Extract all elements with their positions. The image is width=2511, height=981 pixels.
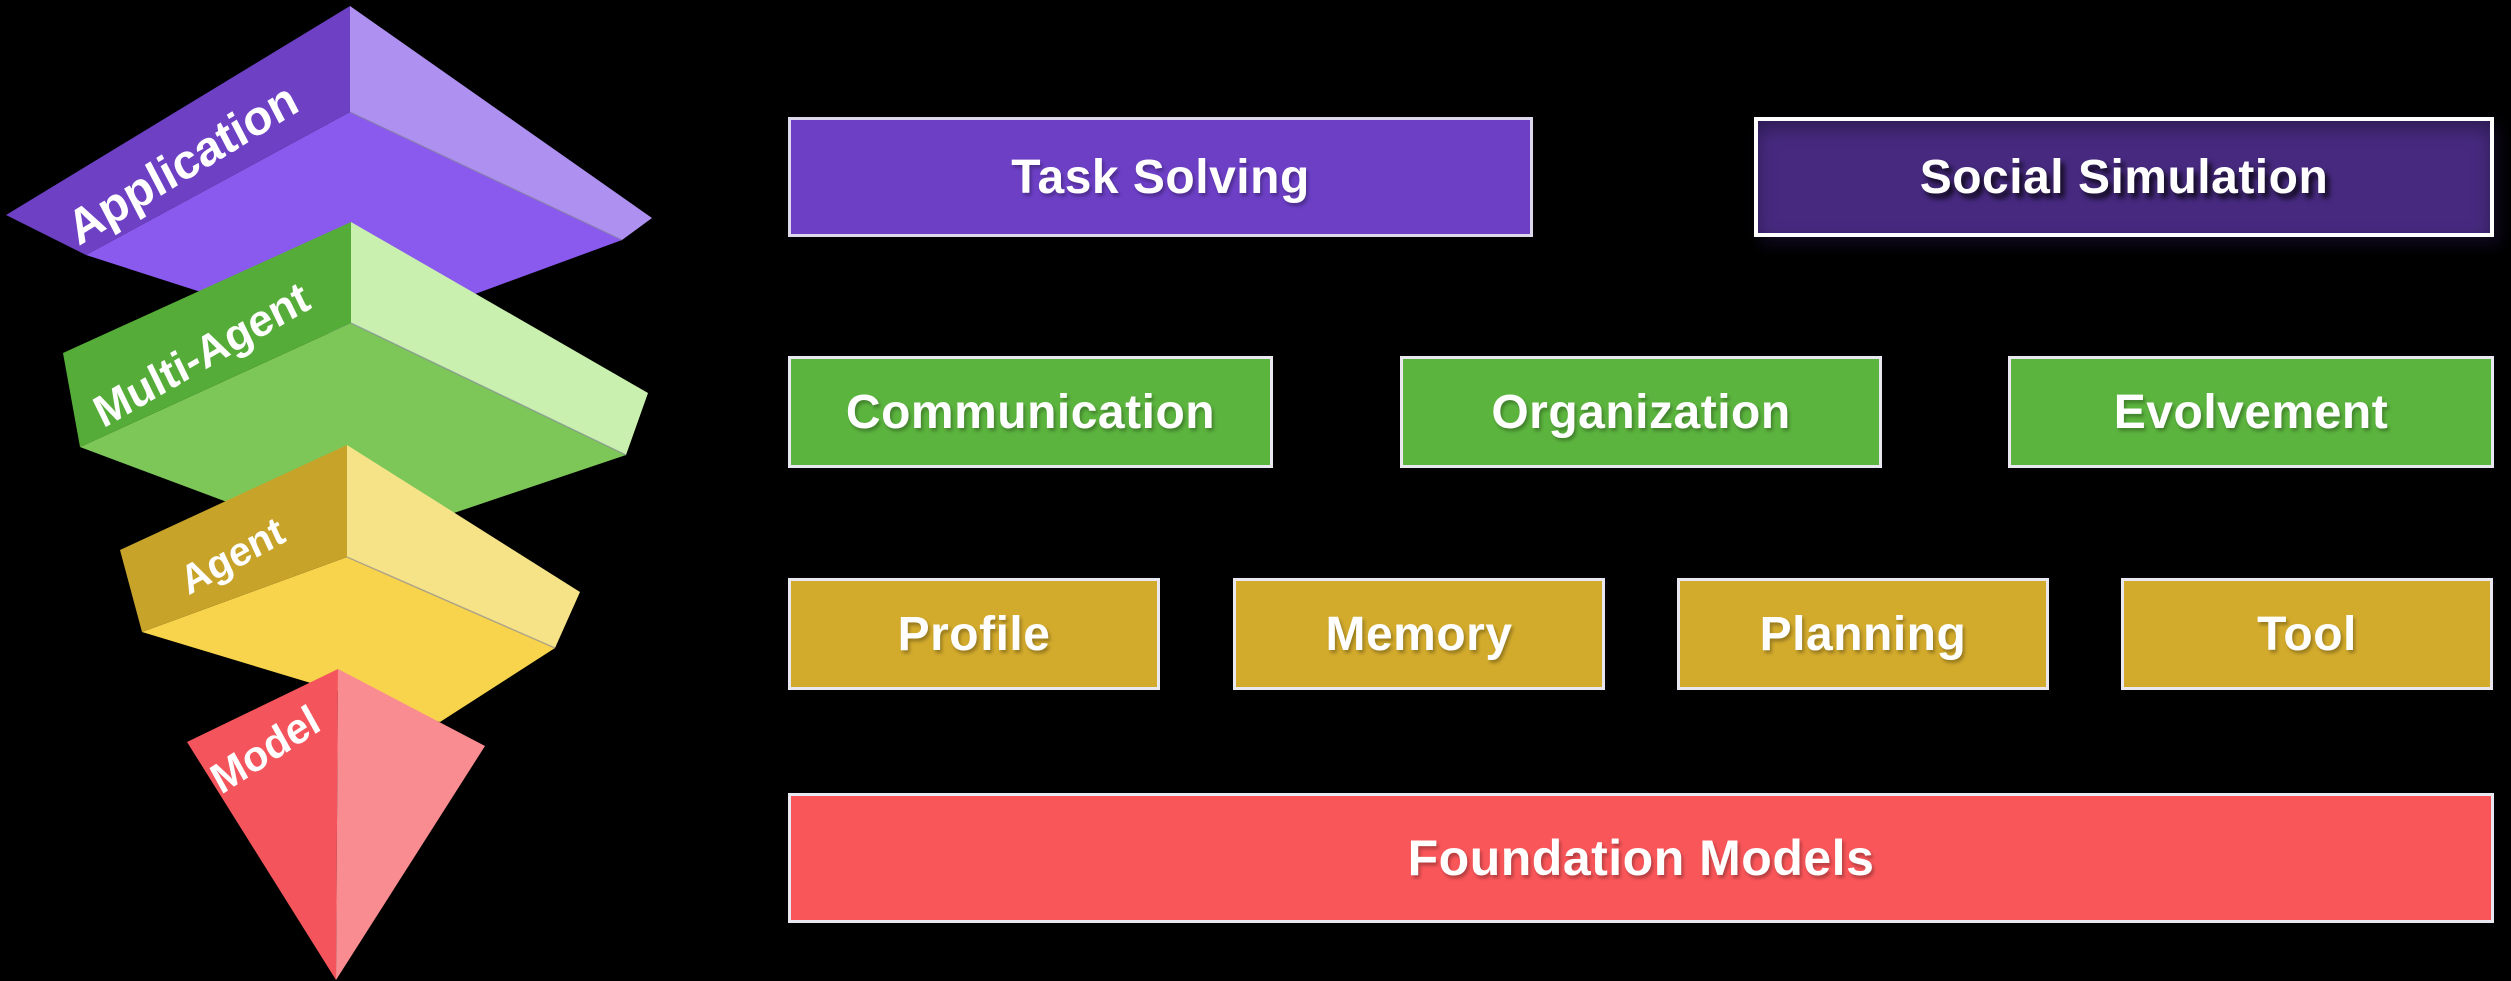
model-right-face bbox=[336, 669, 485, 980]
multi-agent-left-face bbox=[63, 222, 351, 447]
box-evolvement-label: Evolvement bbox=[2113, 385, 2389, 439]
agent-right-face bbox=[347, 445, 580, 648]
box-communication-label: Communication bbox=[845, 385, 1216, 439]
box-task-solving: Task Solving bbox=[788, 117, 1533, 237]
box-task-solving-label: Task Solving bbox=[1011, 150, 1310, 204]
agent-underside-face bbox=[142, 557, 555, 722]
application-edge-line bbox=[349, 111, 623, 241]
box-communication: Communication bbox=[788, 356, 1273, 468]
box-planning-label: Planning bbox=[1759, 607, 1967, 661]
box-planning: Planning bbox=[1677, 578, 2049, 690]
agent-left-face bbox=[120, 445, 347, 632]
multi-agent-right-face bbox=[351, 222, 648, 455]
model-left-face bbox=[187, 669, 338, 980]
box-organization: Organization bbox=[1400, 356, 1882, 468]
box-evolvement: Evolvement bbox=[2008, 356, 2494, 468]
box-social-simulation-label: Social Simulation bbox=[1919, 150, 2329, 204]
box-foundation-models: Foundation Models bbox=[788, 793, 2494, 923]
application-left-face bbox=[6, 6, 350, 255]
box-organization-label: Organization bbox=[1491, 385, 1791, 439]
box-profile-label: Profile bbox=[897, 607, 1051, 661]
box-social-simulation: Social Simulation bbox=[1754, 117, 2494, 237]
box-tool-label: Tool bbox=[2257, 607, 2357, 661]
multi-agent-underside-face bbox=[80, 323, 626, 548]
multi-agent-edge-line bbox=[350, 322, 627, 456]
box-profile: Profile bbox=[788, 578, 1160, 690]
box-memory: Memory bbox=[1233, 578, 1605, 690]
agent-edge-line bbox=[346, 556, 556, 649]
box-foundation-models-label: Foundation Models bbox=[1407, 830, 1875, 886]
box-tool: Tool bbox=[2121, 578, 2493, 690]
pyramid-layer-agent: Agent bbox=[120, 445, 580, 722]
layered-pyramid: Application Multi-Agent Agent Model bbox=[6, 6, 652, 980]
pyramid-layer-model: Model bbox=[187, 669, 485, 980]
application-right-face bbox=[350, 6, 652, 240]
box-memory-label: Memory bbox=[1325, 607, 1513, 661]
